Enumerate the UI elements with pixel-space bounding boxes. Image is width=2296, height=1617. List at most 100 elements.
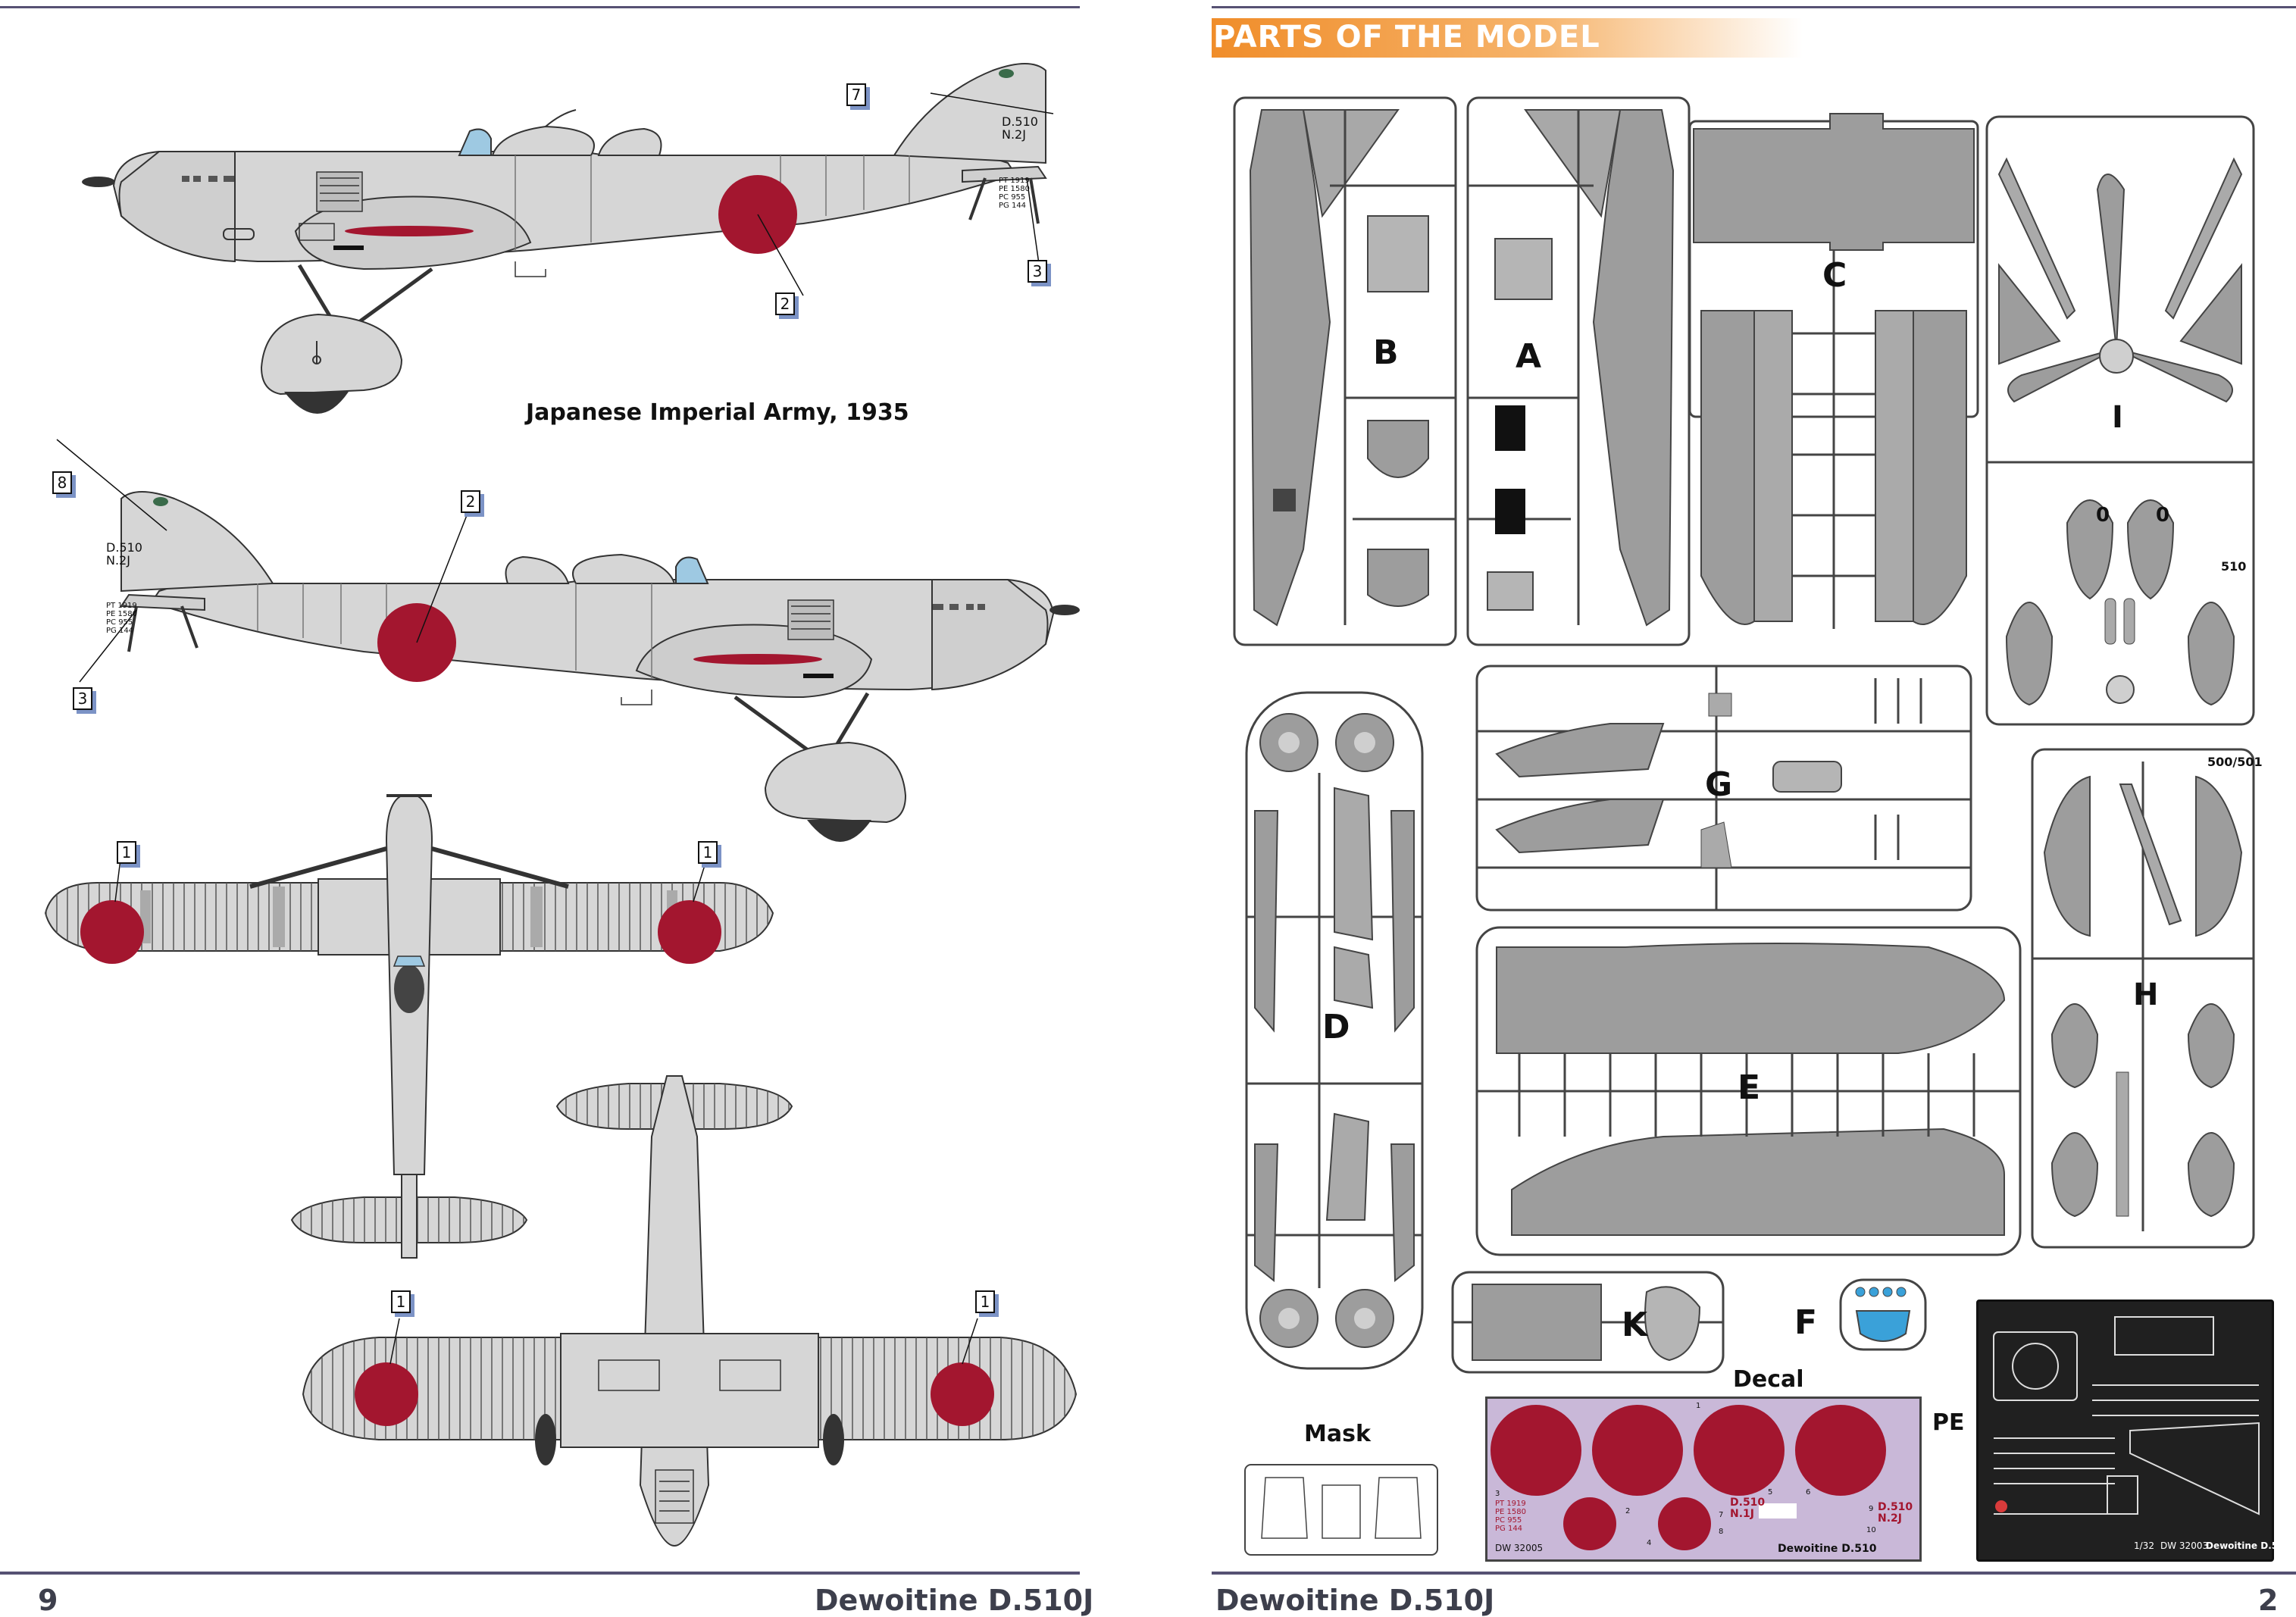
sprue-e	[1475, 926, 2022, 1256]
fin-code-line: D.510	[1002, 114, 1038, 129]
callout-7: 7	[846, 83, 866, 106]
stencil-line: PT 1919	[999, 177, 1030, 185]
mask-sheet	[1244, 1464, 1438, 1556]
prop-cap-mark: 0	[2096, 504, 2110, 527]
footer-rule	[0, 1572, 1080, 1575]
wing-hinomaru-right	[658, 900, 721, 964]
wheel	[284, 392, 349, 414]
decal-number: 10	[1866, 1526, 1876, 1534]
right-page: PARTS OF THE MODEL B A C	[1148, 0, 2296, 1617]
callout-1: 1	[698, 841, 718, 864]
sprue-label-d: D	[1322, 1008, 1350, 1046]
sprue-label-g: G	[1705, 765, 1733, 804]
decal-markings: D.510 N.2J	[1878, 1502, 1913, 1525]
decal-markings: D.510 N.1J	[1730, 1497, 1765, 1520]
pe-code: DW 32003	[2160, 1540, 2209, 1551]
stencil-line: PE 1580	[999, 185, 1030, 193]
decal-number: 5	[1768, 1488, 1773, 1497]
page-number: 2	[2258, 1584, 2279, 1617]
decal-stencils: PT 1919 PE 1580 PC 955 PG 144	[1495, 1500, 1526, 1533]
decal-number: 2	[1625, 1507, 1631, 1515]
decal-number: 7	[1719, 1511, 1724, 1519]
callout-1: 1	[117, 841, 136, 864]
stencil-line: PC 955	[106, 618, 133, 627]
top-view	[44, 794, 774, 1259]
decal-sheet: PT 1919 PE 1580 PC 955 PG 144 D.510 N.1J…	[1485, 1396, 1922, 1562]
bottom-view	[302, 1075, 1078, 1547]
stencil-line: PC 955	[999, 193, 1026, 202]
tailplane	[962, 165, 1047, 183]
decal-stencil-line: PC 955	[1495, 1516, 1522, 1525]
pe-label: PE	[1932, 1409, 1965, 1436]
callout-8: 8	[52, 471, 72, 494]
stencil-text: PT 1919 PE 1580 PC 955 PG 144	[106, 602, 137, 635]
fin-marking: D.510 N.2J	[106, 541, 142, 567]
callout-2: 2	[775, 292, 795, 315]
fin-code-line: D.510	[106, 540, 142, 555]
decal-number: 6	[1806, 1488, 1811, 1497]
sprue-label-c: C	[1822, 256, 1847, 295]
wing-hinomaru-left	[355, 1362, 418, 1426]
section-title: PARTS OF THE MODEL	[1212, 18, 1803, 58]
callout-3: 3	[73, 687, 92, 710]
propeller-hub	[1049, 605, 1080, 615]
decal-number: 1	[1696, 1402, 1701, 1410]
stencil-line: PG 144	[999, 202, 1027, 210]
wheel-spat	[260, 313, 403, 396]
sprue-label-h: H	[2133, 977, 2159, 1012]
sprue-i-code: 510	[2221, 559, 2247, 574]
prop-cap-mark: 0	[2156, 504, 2170, 527]
stencil-line: PG 144	[106, 627, 134, 635]
sprue-h-code: 500/501	[2207, 755, 2263, 769]
decal-marking-line: D.510	[1730, 1497, 1766, 1509]
sprue-label-k: K	[1622, 1306, 1648, 1344]
sprue-k	[1451, 1271, 1725, 1374]
tail-fin	[120, 491, 274, 593]
sprue-c	[1688, 113, 1979, 629]
decal-stencil-line: PT 1919	[1495, 1500, 1526, 1508]
wheel-spat	[764, 741, 907, 824]
pe-scale: 1/32	[2134, 1540, 2154, 1551]
sprue-label-i: I	[2112, 400, 2123, 435]
wing-roundel-edge	[345, 226, 474, 236]
fin-unit-line: N.2J	[1002, 127, 1026, 142]
pe-sheet: 1/32 DW 32003 Dewoitine D.510	[1976, 1300, 2291, 1562]
section-title-text: PARTS OF THE MODEL	[1213, 20, 1600, 55]
stencil-line: PE 1580	[106, 610, 137, 618]
sprue-b	[1233, 96, 1457, 646]
side-profile-right-facing	[56, 439, 1080, 842]
decal-marking-line: D.510	[1878, 1501, 1913, 1513]
page-number: 9	[38, 1584, 58, 1617]
wing-hinomaru-left	[80, 900, 144, 964]
decal-stencil-line: PG 144	[1495, 1525, 1523, 1533]
decal-number: 4	[1647, 1539, 1652, 1547]
decal-title: Dewoitine D.510	[1778, 1543, 1877, 1555]
decal-marking-line: N.2J	[1878, 1512, 1902, 1525]
fin-unit-line: N.2J	[106, 553, 130, 568]
top-rule	[1212, 6, 2296, 8]
sprue-a	[1466, 96, 1691, 646]
sprue-d	[1245, 691, 1424, 1370]
callout-1: 1	[975, 1290, 995, 1313]
callout-2: 2	[461, 490, 480, 513]
callout-3: 3	[1028, 260, 1047, 283]
sprue-i	[1985, 115, 2255, 726]
side-profile-left-facing	[82, 63, 1054, 414]
decal-stencil-line: PE 1580	[1495, 1508, 1526, 1516]
tailplane	[120, 593, 205, 611]
sprue-label-b: B	[1373, 333, 1399, 372]
decal-number: 3	[1495, 1490, 1500, 1498]
tail-fin	[893, 63, 1046, 164]
decal-code: DW 32005	[1495, 1543, 1544, 1553]
wing-hinomaru-right	[931, 1362, 994, 1426]
fin-marking: D.510 N.2J	[1002, 115, 1038, 141]
propeller-hub	[82, 177, 115, 187]
pe-artwork	[1993, 1316, 2260, 1515]
sprue-g	[1475, 665, 1972, 912]
pe-title: Dewoitine D.510	[2206, 1540, 2291, 1551]
decal-number: 8	[1719, 1528, 1724, 1536]
stencil-line: PT 1919	[106, 602, 137, 610]
decal-number: 9	[1869, 1505, 1874, 1513]
part-label-f: F	[1794, 1303, 1818, 1342]
cockpit	[394, 965, 424, 1013]
